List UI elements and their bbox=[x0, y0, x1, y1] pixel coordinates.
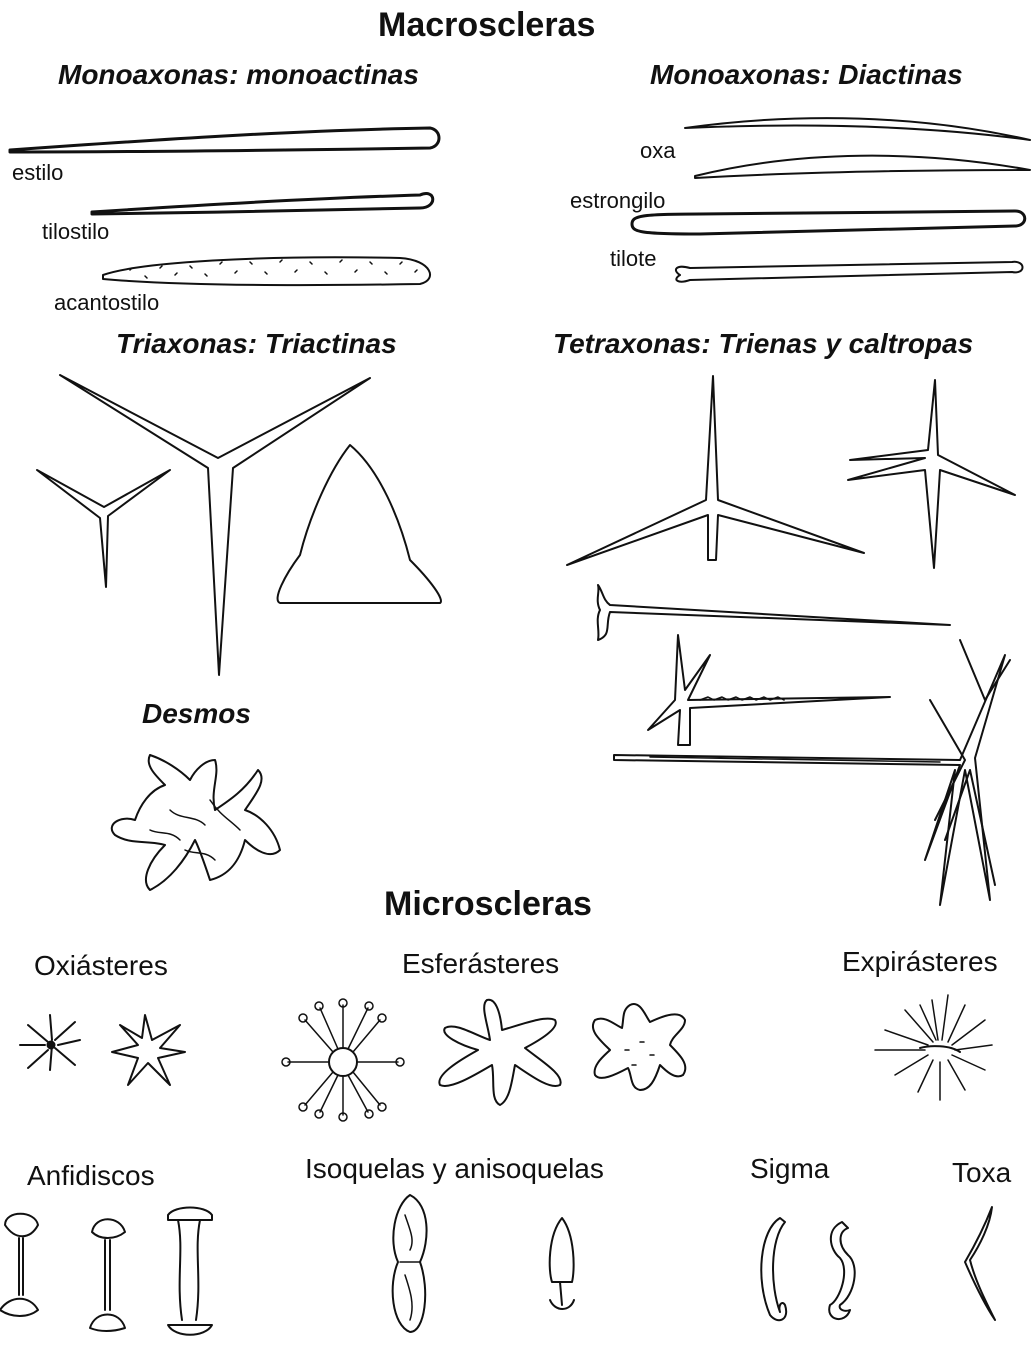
label-isoquelas: Isoquelas y anisoquelas bbox=[305, 1153, 604, 1185]
large-triactine bbox=[60, 375, 370, 675]
expiraster-drawing bbox=[875, 995, 992, 1100]
small-triactine bbox=[37, 470, 170, 587]
section-triactinas: Triaxonas: Triactinas bbox=[116, 328, 397, 360]
label-oxa: oxa bbox=[640, 138, 675, 164]
triaene-4 bbox=[614, 640, 1010, 905]
oxa-drawing bbox=[685, 118, 1030, 178]
triaene-3 bbox=[648, 635, 890, 745]
isoquela-drawing bbox=[393, 1195, 427, 1332]
label-tilote: tilote bbox=[610, 246, 656, 272]
triaene-2 bbox=[598, 585, 950, 640]
sigma-1 bbox=[761, 1218, 786, 1320]
section-tetraxonas: Tetraxonas: Trienas y caltropas bbox=[553, 328, 973, 360]
anfidisco-2 bbox=[90, 1219, 125, 1331]
anfidisco-1 bbox=[0, 1214, 38, 1316]
section-diactinas: Monoaxonas: Diactinas bbox=[650, 59, 963, 91]
label-sigma: Sigma bbox=[750, 1153, 829, 1185]
label-estrongilo: estrongilo bbox=[570, 188, 665, 214]
toxa-drawing bbox=[965, 1207, 995, 1320]
oxiaster-2 bbox=[112, 1015, 185, 1085]
oxiaster-1 bbox=[20, 1015, 80, 1070]
label-anfidiscos: Anfidiscos bbox=[27, 1160, 155, 1192]
triangular-triactine bbox=[278, 445, 441, 603]
desmo-drawing bbox=[112, 755, 280, 890]
label-tilostilo: tilostilo bbox=[42, 219, 109, 245]
esferaster-3 bbox=[593, 1004, 685, 1090]
section-monoactinas: Monoaxonas: monoactinas bbox=[58, 59, 419, 91]
estrongilo-drawing bbox=[632, 211, 1025, 234]
label-acantostilo: acantostilo bbox=[54, 290, 159, 316]
label-expirasteres: Expirásteres bbox=[842, 946, 998, 978]
label-oxiasteres: Oxiásteres bbox=[34, 950, 168, 982]
esferaster-1 bbox=[282, 999, 404, 1121]
acantostilo-drawing bbox=[103, 257, 430, 285]
estilo-drawing bbox=[10, 128, 439, 152]
section-desmos: Desmos bbox=[142, 698, 251, 730]
tilostilo-drawing bbox=[92, 194, 433, 214]
heading-macroscleras: Macroscleras bbox=[378, 6, 595, 45]
sigma-2 bbox=[829, 1222, 854, 1319]
esferaster-2 bbox=[439, 1000, 560, 1105]
triaene-1 bbox=[567, 376, 864, 565]
heading-microscleras: Microscleras bbox=[384, 885, 592, 924]
label-toxa: Toxa bbox=[952, 1157, 1011, 1189]
tilote-drawing bbox=[676, 262, 1023, 282]
anfidisco-3 bbox=[168, 1208, 212, 1335]
label-estilo: estilo bbox=[12, 160, 63, 186]
anisoquela-drawing bbox=[550, 1218, 574, 1309]
calthrop-1 bbox=[848, 380, 1015, 568]
label-esferasteres: Esferásteres bbox=[402, 948, 559, 980]
